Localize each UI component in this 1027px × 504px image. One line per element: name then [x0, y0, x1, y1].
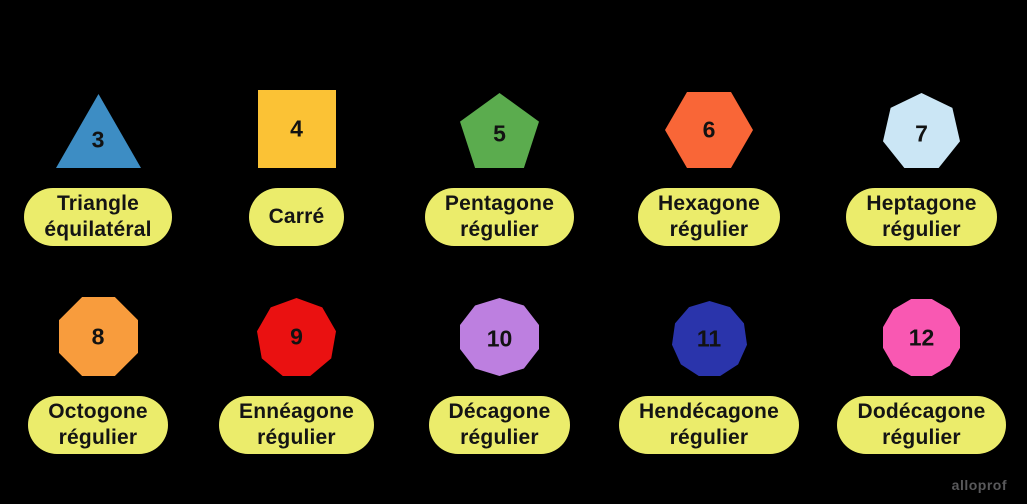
shape-area-pentagon: 5: [460, 88, 539, 168]
square-polygon-fill: [257, 90, 336, 168]
card-hexagon: 6 Hexagone régulier: [602, 88, 816, 246]
hendecagon-label: Hendécagone régulier: [639, 400, 779, 449]
hendecagon-polygon-icon: [671, 301, 747, 376]
triangle-shape: 3: [55, 94, 141, 168]
hexagon-polygon-fill: [665, 92, 753, 168]
pentagon-label-pill: Pentagone régulier: [424, 188, 575, 246]
dodecagon-label-pill: Dodécagone régulier: [837, 396, 1006, 454]
hexagon-shape: 6: [665, 92, 753, 168]
hendecagon-shape: 11: [671, 301, 747, 376]
heptagon-shape: 7: [883, 93, 960, 168]
pentagon-polygon-icon: [460, 93, 539, 168]
octagon-shape: 8: [58, 297, 138, 376]
triangle-polygon-fill: [55, 94, 141, 168]
card-dodecagon: 12 Dodécagone régulier: [816, 296, 1027, 454]
heptagon-label-pill: Heptagone régulier: [846, 188, 997, 246]
pentagon-side-count: 5: [493, 120, 506, 147]
triangle-label: Triangle équilatéral: [44, 192, 152, 241]
shape-area-square: 4: [257, 88, 336, 168]
square-polygon-icon: [257, 90, 336, 168]
shape-area-decagon: 10: [460, 296, 539, 376]
shape-area-triangle: 3: [55, 88, 141, 168]
card-heptagon: 7 Heptagone régulier: [816, 88, 1027, 246]
alloprof-watermark: alloprof: [951, 477, 1007, 493]
dodecagon-polygon-fill: [883, 299, 960, 376]
triangle-label-pill: Triangle équilatéral: [24, 188, 172, 246]
octagon-polygon-icon: [58, 297, 138, 376]
square-shape: 4: [257, 90, 336, 168]
square-label: Carré: [268, 205, 325, 229]
decagon-side-count: 10: [486, 325, 513, 352]
hexagon-polygon-icon: [665, 92, 753, 168]
heptagon-polygon-icon: [883, 93, 960, 168]
polygon-grid: 3 Triangle équilatéral 4 Carré: [0, 88, 1027, 454]
decagon-label: Décagone régulier: [448, 400, 551, 449]
triangle-side-count: 3: [91, 126, 105, 153]
card-hendecagon: 11 Hendécagone régulier: [602, 296, 816, 454]
octagon-polygon-fill: [58, 297, 138, 376]
card-triangle: 3 Triangle équilatéral: [0, 88, 196, 246]
octagon-side-count: 8: [91, 323, 105, 349]
shape-area-hendecagon: 11: [671, 296, 747, 376]
card-square: 4 Carré: [196, 88, 397, 246]
pentagon-shape: 5: [460, 93, 539, 168]
shape-area-hexagon: 6: [665, 88, 753, 168]
shape-area-heptagon: 7: [883, 88, 960, 168]
dodecagon-shape: 12: [883, 299, 960, 376]
octagon-label-pill: Octogone régulier: [28, 396, 168, 454]
shape-area-enneagon: 9: [257, 296, 336, 376]
dodecagon-side-count: 12: [908, 324, 935, 350]
pentagon-label: Pentagone régulier: [444, 192, 555, 241]
square-side-count: 4: [290, 115, 303, 142]
square-label-pill: Carré: [248, 188, 345, 246]
decagon-shape: 10: [460, 298, 539, 376]
heptagon-polygon-fill: [883, 93, 960, 168]
shape-area-octagon: 8: [58, 296, 138, 376]
hexagon-side-count: 6: [702, 116, 716, 143]
enneagon-label-pill: Ennéagone régulier: [219, 396, 374, 454]
enneagon-label: Ennéagone régulier: [239, 400, 354, 449]
decagon-polygon-fill: [460, 298, 539, 376]
hendecagon-label-pill: Hendécagone régulier: [619, 396, 799, 454]
dodecagon-label: Dodécagone régulier: [857, 400, 986, 449]
hendecagon-side-count: 11: [696, 325, 722, 351]
enneagon-side-count: 9: [290, 323, 303, 350]
card-octagon: 8 Octogone régulier: [0, 296, 196, 454]
pentagon-polygon-fill: [460, 93, 539, 168]
hexagon-label-pill: Hexagone régulier: [638, 188, 780, 246]
enneagon-polygon-icon: [257, 298, 336, 376]
card-enneagon: 9 Ennéagone régulier: [196, 296, 397, 454]
triangle-polygon-icon: [55, 94, 141, 168]
shape-area-dodecagon: 12: [883, 296, 960, 376]
card-pentagon: 5 Pentagone régulier: [397, 88, 602, 246]
decagon-label-pill: Décagone régulier: [428, 396, 571, 454]
hexagon-label: Hexagone régulier: [658, 192, 760, 241]
hendecagon-polygon-fill: [671, 301, 747, 376]
octagon-label: Octogone régulier: [48, 400, 148, 449]
heptagon-side-count: 7: [915, 120, 928, 146]
decagon-polygon-icon: [460, 298, 539, 376]
enneagon-polygon-fill: [257, 298, 336, 376]
heptagon-label: Heptagone régulier: [866, 192, 977, 241]
card-decagon: 10 Décagone régulier: [397, 296, 602, 454]
dodecagon-polygon-icon: [883, 299, 960, 376]
enneagon-shape: 9: [257, 298, 336, 376]
